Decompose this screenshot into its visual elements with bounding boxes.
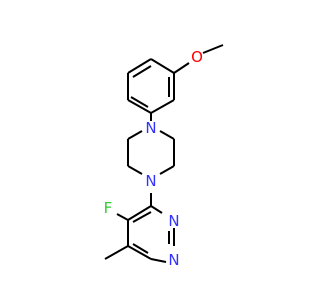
molecule-canvas: O N N F N N bbox=[0, 0, 300, 300]
atom-labels: O N N F N N bbox=[104, 48, 203, 269]
atom-label-nitrogen: N bbox=[168, 212, 179, 230]
atom-label-oxygen: O bbox=[191, 48, 203, 66]
bond bbox=[130, 96, 149, 108]
background bbox=[0, 0, 300, 300]
bond bbox=[127, 58, 152, 74]
bond bbox=[202, 44, 224, 54]
bond bbox=[132, 211, 152, 223]
bond bbox=[127, 99, 152, 114]
bond bbox=[104, 245, 129, 260]
bond bbox=[173, 62, 190, 74]
bond bbox=[159, 130, 175, 140]
bond bbox=[127, 130, 143, 140]
bond bbox=[132, 243, 149, 254]
bond bbox=[116, 213, 129, 221]
bond bbox=[127, 245, 152, 260]
molecule-structure: O N N F N N bbox=[0, 0, 300, 300]
bond bbox=[132, 65, 152, 78]
bond bbox=[150, 99, 175, 114]
bonds bbox=[104, 44, 224, 263]
atom-label-fluorine: F bbox=[104, 199, 113, 217]
bond bbox=[150, 58, 175, 74]
bond bbox=[127, 165, 143, 175]
bond bbox=[150, 258, 167, 263]
atom-label-nitrogen: N bbox=[145, 119, 156, 137]
bond bbox=[127, 205, 152, 221]
atom-label-nitrogen: N bbox=[145, 172, 156, 190]
bond bbox=[150, 205, 163, 214]
atom-label-nitrogen: N bbox=[168, 251, 179, 269]
bond bbox=[159, 165, 175, 175]
